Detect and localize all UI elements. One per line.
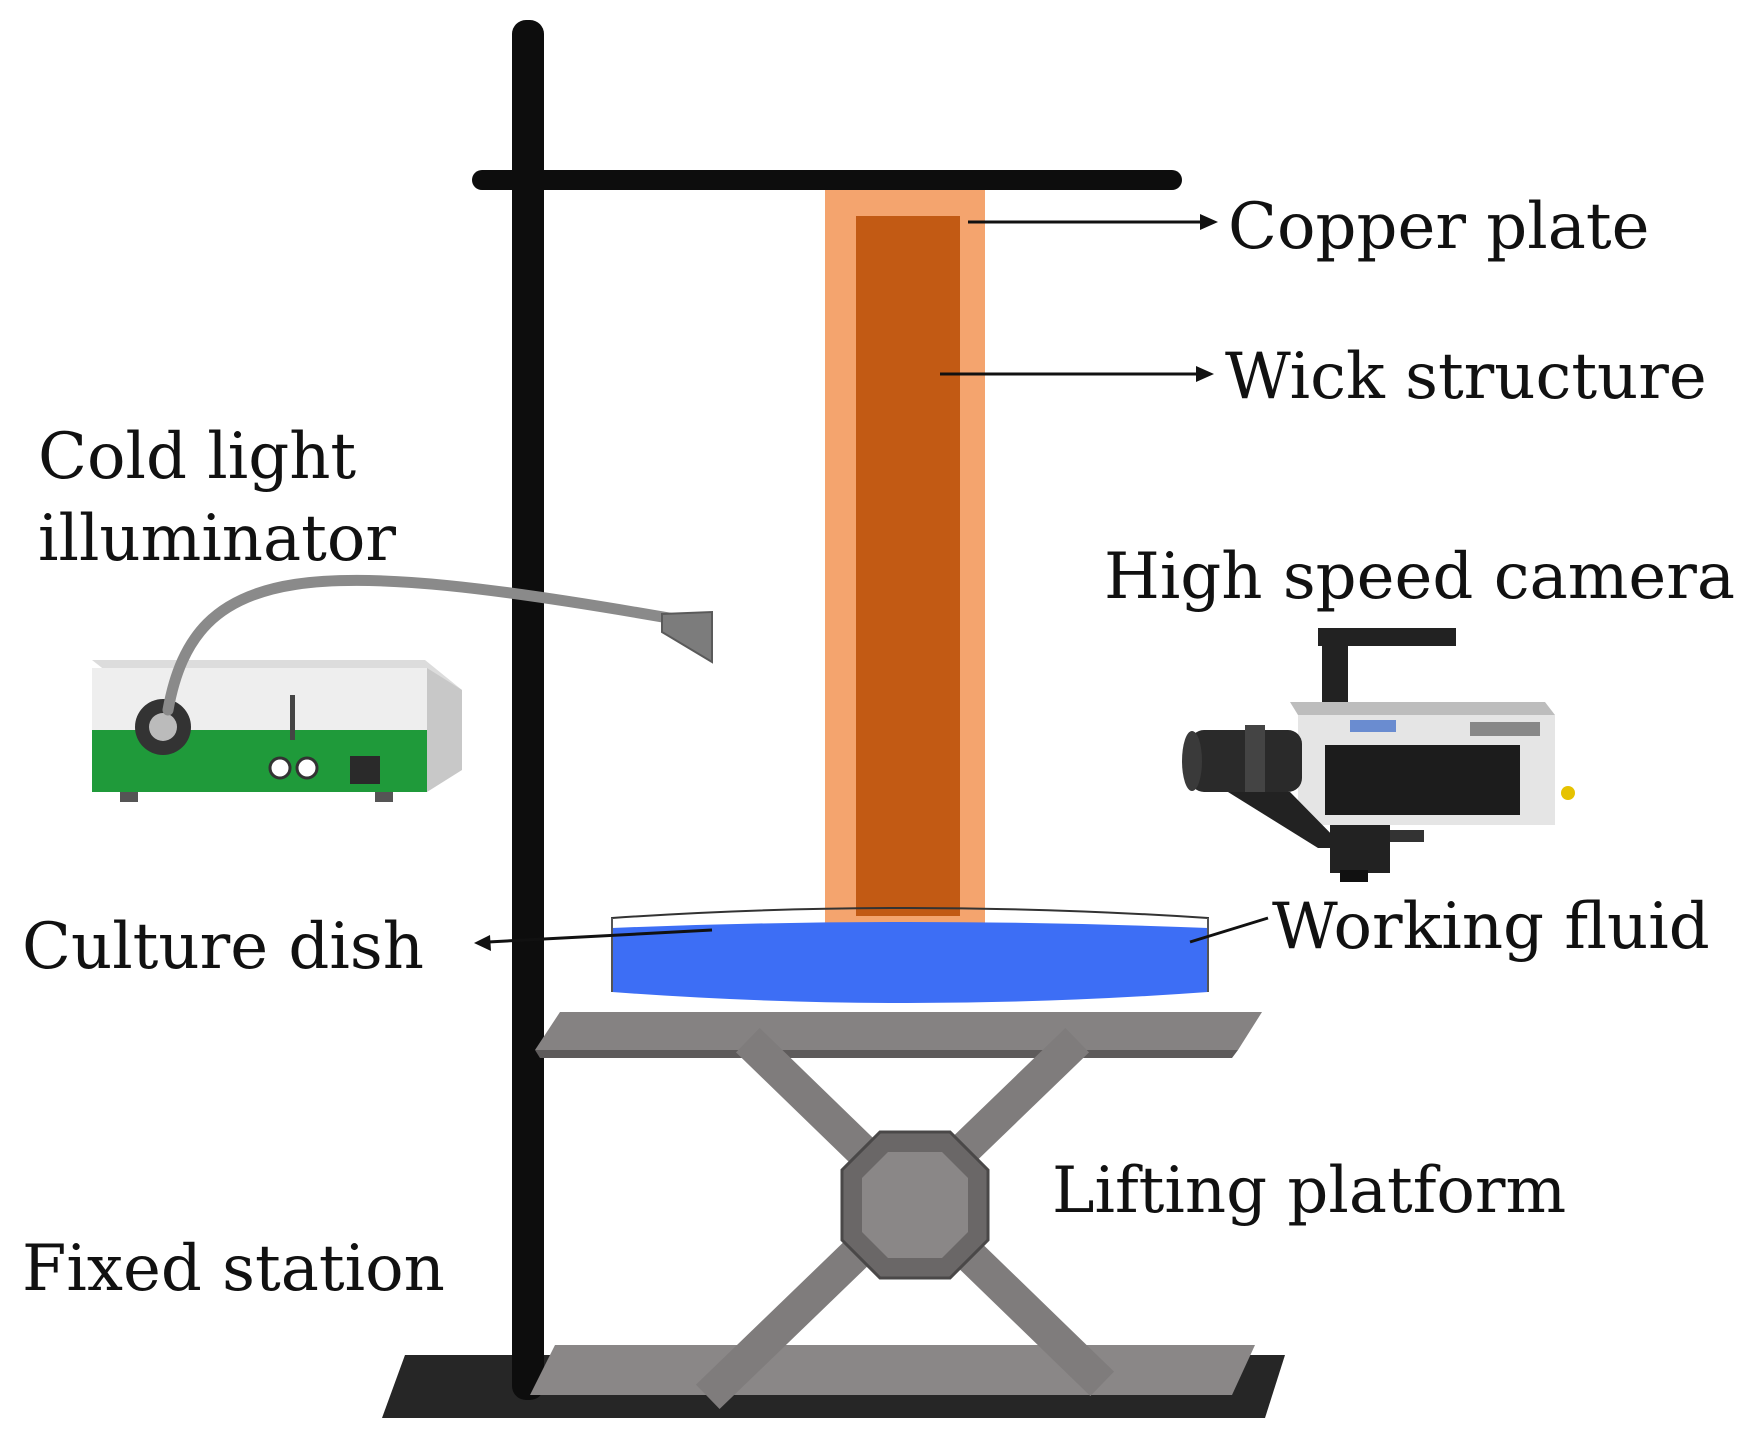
camera-body-top xyxy=(1290,702,1555,715)
illuminator-gooseneck xyxy=(162,574,686,716)
label-fixed-station: Fixed station xyxy=(22,1232,445,1306)
lift-center-hub-face xyxy=(862,1152,968,1258)
camera-handle-grip xyxy=(1318,628,1456,646)
label-cold-light-line1: Cold light xyxy=(38,420,356,494)
camera-lens-ring xyxy=(1245,725,1265,797)
camera-tripod-foot xyxy=(1340,870,1368,882)
illuminator-foot-right xyxy=(375,792,393,802)
stand-rod xyxy=(512,20,544,1400)
copper-plate xyxy=(825,190,985,932)
arrowhead-wick-structure xyxy=(1196,366,1214,382)
label-high-speed-camera: High speed camera xyxy=(1104,540,1735,614)
illuminator-power-switch xyxy=(350,756,380,784)
label-copper-plate: Copper plate xyxy=(1228,190,1649,264)
camera-handle-post xyxy=(1322,628,1348,703)
stand-arm xyxy=(472,170,1182,190)
label-lifting-platform: Lifting platform xyxy=(1052,1154,1566,1228)
lift-top-plate-edge xyxy=(535,1050,1238,1058)
camera-lens-front xyxy=(1182,731,1202,791)
arrowhead-copper-plate xyxy=(1200,214,1218,230)
leader-lines xyxy=(474,214,1269,951)
culture-dish-rim xyxy=(611,907,1209,928)
camera-connector-panel xyxy=(1470,722,1540,736)
working-fluid xyxy=(612,922,1208,1003)
label-wick-structure: Wick structure xyxy=(1225,340,1707,414)
camera-mount-knob xyxy=(1390,830,1424,842)
leader-culture-dish xyxy=(487,928,713,944)
illuminator-foot-left xyxy=(120,792,138,802)
lift-bottom-plate xyxy=(530,1345,1255,1395)
illuminator-light-head xyxy=(661,610,713,664)
high-speed-camera-icon xyxy=(1182,628,1575,882)
wick-structure xyxy=(856,216,960,916)
culture-dish xyxy=(611,907,1209,1003)
camera-tripod-mount xyxy=(1330,825,1390,873)
illuminator-box-side xyxy=(427,668,462,792)
camera-status-led xyxy=(1561,786,1575,800)
label-working-fluid: Working fluid xyxy=(1272,890,1710,964)
arrowhead-culture-dish xyxy=(474,935,491,951)
lift-top-plate xyxy=(535,1012,1262,1050)
camera-brand-plate xyxy=(1350,720,1396,732)
illuminator-port xyxy=(149,713,177,741)
leader-working-fluid xyxy=(1189,916,1269,944)
lifting-platform xyxy=(530,1012,1262,1410)
label-culture-dish: Culture dish xyxy=(22,910,424,984)
label-cold-light-line2: illuminator xyxy=(38,502,396,576)
labels: Copper plate Wick structure Cold light i… xyxy=(22,190,1735,1306)
illuminator-button-2 xyxy=(295,756,319,780)
camera-lens-support xyxy=(1228,792,1345,848)
cold-light-illuminator-icon xyxy=(92,574,713,802)
camera-side-panel xyxy=(1325,745,1520,815)
illuminator-indicator xyxy=(290,695,295,740)
illuminator-button-1 xyxy=(268,756,292,780)
